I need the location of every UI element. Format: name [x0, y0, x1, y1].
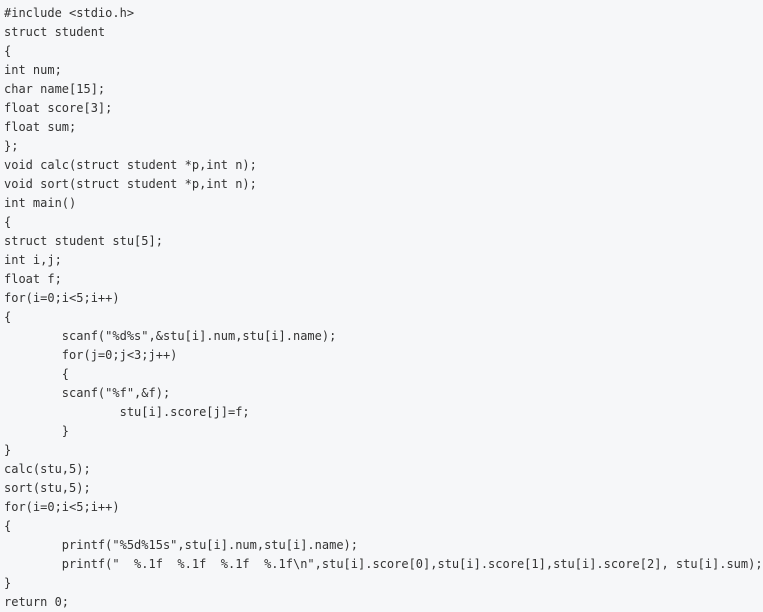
code-line: #include <stdio.h>: [4, 6, 135, 20]
code-line: float score[3];: [4, 101, 113, 115]
code-line: }: [4, 424, 70, 438]
code-line: int i,j;: [4, 253, 62, 267]
code-line: return 0;: [4, 595, 70, 609]
code-line: for(i=0;i<5;i++): [4, 500, 120, 514]
code-line: }: [4, 443, 12, 457]
code-line: {: [4, 44, 12, 58]
code-line: stu[i].score[j]=f;: [4, 405, 250, 419]
code-line: int main(): [4, 196, 77, 210]
code-line: float sum;: [4, 120, 77, 134]
code-line: printf("%5d%15s",stu[i].num,stu[i].name)…: [4, 538, 359, 552]
code-line: printf(" %.1f %.1f %.1f %.1f\n",stu[i].s…: [4, 557, 763, 571]
code-line: float f;: [4, 272, 62, 286]
code-line: calc(stu,5);: [4, 462, 91, 476]
code-line: int num;: [4, 63, 62, 77]
code-line: char name[15];: [4, 82, 106, 96]
code-line: struct student: [4, 25, 106, 39]
code-line: for(i=0;i<5;i++): [4, 291, 120, 305]
code-line: scanf("%f",&f);: [4, 386, 171, 400]
code-line: };: [4, 139, 19, 153]
code-line: scanf("%d%s",&stu[i].num,stu[i].name);: [4, 329, 337, 343]
code-line: }: [4, 576, 12, 590]
code-line: sort(stu,5);: [4, 481, 91, 495]
code-line: for(j=0;j<3;j++): [4, 348, 178, 362]
code-line: void calc(struct student *p,int n);: [4, 158, 257, 172]
code-line: {: [4, 519, 12, 533]
code-line: {: [4, 367, 70, 381]
code-line: {: [4, 310, 12, 324]
code-line: {: [4, 215, 12, 229]
code-block: #include <stdio.h> struct student { int …: [4, 6, 763, 609]
code-line: struct student stu[5];: [4, 234, 163, 248]
code-line: void sort(struct student *p,int n);: [4, 177, 257, 191]
